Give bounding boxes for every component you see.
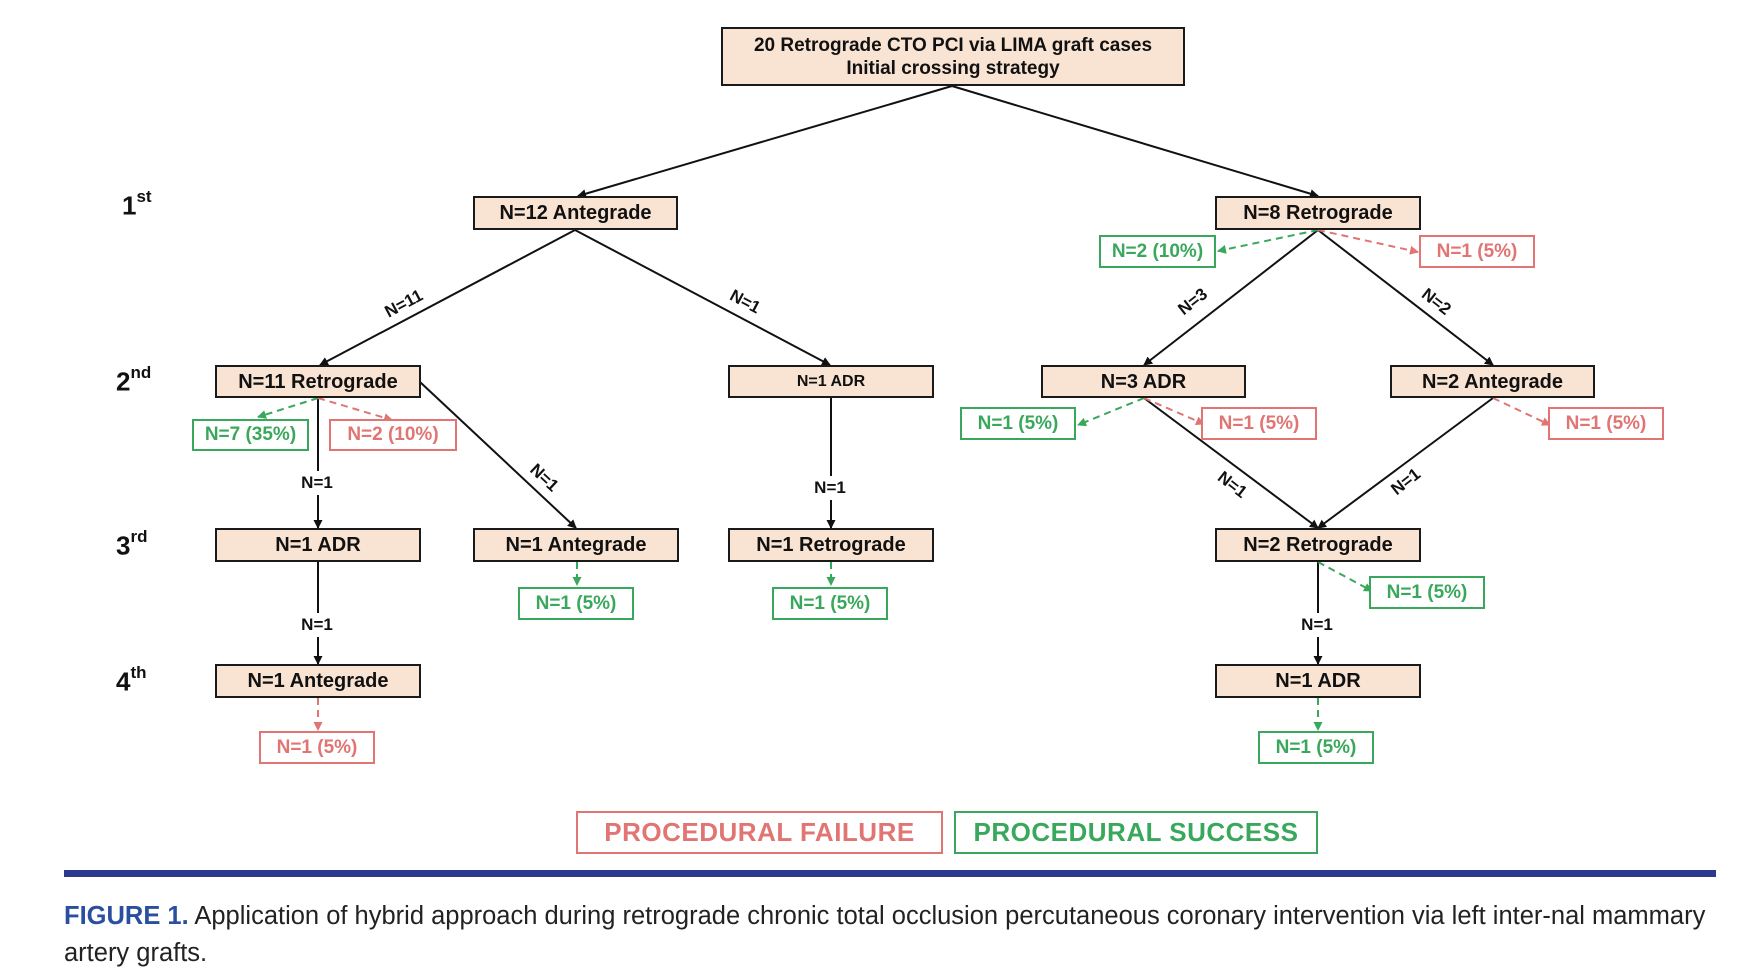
edge-adr3-retrograde2 bbox=[1143, 397, 1319, 529]
failure-edge-r8 bbox=[1317, 229, 1419, 255]
result-failure-r8: N=1 (5%) bbox=[1419, 235, 1535, 268]
legend-success: PROCEDURAL SUCCESS bbox=[954, 811, 1318, 854]
node-retrograde8: N=8 Retrograde bbox=[1215, 196, 1421, 230]
result-success-ret1: N=1 (5%) bbox=[772, 587, 888, 620]
result-success-adr3: N=1 (5%) bbox=[960, 407, 1076, 440]
root-subtitle: Initial crossing strategy bbox=[846, 57, 1060, 79]
figure-label: FIGURE 1. bbox=[64, 902, 189, 930]
edge-retrograde8-adr3 bbox=[1143, 229, 1319, 366]
result-success-r8: N=2 (10%) bbox=[1099, 235, 1216, 268]
result-failure-ant2: N=1 (5%) bbox=[1548, 407, 1664, 440]
edge-antegrade2-retrograde2 bbox=[1317, 397, 1494, 529]
edge-label-n1-b: N=1 bbox=[297, 471, 337, 495]
node-adr1-bottom: N=1 ADR bbox=[1215, 664, 1421, 698]
success-edge-r8 bbox=[1217, 229, 1319, 254]
edge-label-n1-g: N=1 bbox=[297, 613, 337, 637]
result-failure-ant1b: N=1 (5%) bbox=[259, 731, 375, 764]
caption-text: Application of hybrid approach during re… bbox=[64, 902, 1706, 967]
node-adr1-left: N=1 ADR bbox=[215, 528, 421, 562]
node-antegrade1-bottom: N=1 Antegrade bbox=[215, 664, 421, 698]
result-success-r11: N=7 (35%) bbox=[192, 419, 309, 451]
node-antegrade1-mid: N=1 Antegrade bbox=[473, 528, 679, 562]
result-success-ant1: N=1 (5%) bbox=[518, 587, 634, 620]
edge-retrograde8-antegrade2 bbox=[1317, 229, 1494, 366]
node-adr3: N=3 ADR bbox=[1041, 365, 1246, 398]
failure-edge-r11 bbox=[317, 397, 393, 423]
node-retrograde11: N=11 Retrograde bbox=[215, 365, 421, 398]
failure-edge-adr3 bbox=[1143, 397, 1205, 425]
root-title: 20 Retrograde CTO PCI via LIMA graft cas… bbox=[753, 34, 1153, 56]
result-success-adr1b: N=1 (5%) bbox=[1258, 731, 1374, 764]
figure-caption: FIGURE 1. Application of hybrid approach… bbox=[64, 898, 1724, 972]
level-label-4th: 4th bbox=[116, 663, 147, 697]
legend-failure: PROCEDURAL FAILURE bbox=[576, 811, 943, 854]
success-edge-ret2 bbox=[1317, 561, 1373, 592]
node-antegrade12: N=12 Antegrade bbox=[473, 196, 678, 230]
node-retrograde1: N=1 Retrograde bbox=[728, 528, 934, 562]
level-label-3rd: 3rd bbox=[116, 527, 148, 561]
edge-antegrade12-retrograde11 bbox=[319, 229, 576, 366]
node-adr1-top: N=1 ADR bbox=[728, 365, 934, 398]
edge-antegrade12-adr1 bbox=[574, 229, 831, 366]
edge-label-n1-h: N=1 bbox=[1297, 613, 1337, 637]
edge-retrograde11-antegrade1 bbox=[419, 381, 577, 529]
edge-label-n1-d: N=1 bbox=[810, 476, 850, 500]
result-failure-r11: N=2 (10%) bbox=[329, 419, 457, 451]
result-success-ret2: N=1 (5%) bbox=[1369, 576, 1485, 609]
caption-divider bbox=[64, 870, 1716, 877]
level-label-2nd: 2nd bbox=[116, 363, 152, 397]
level-label-1st: 1st bbox=[122, 187, 152, 221]
success-edge-adr3 bbox=[1077, 397, 1145, 427]
result-failure-adr3: N=1 (5%) bbox=[1201, 407, 1317, 440]
node-retrograde2: N=2 Retrograde bbox=[1215, 528, 1421, 562]
failure-edge-ant2 bbox=[1492, 397, 1551, 426]
node-antegrade2: N=2 Antegrade bbox=[1390, 365, 1595, 398]
edge-root-retrograde8 bbox=[951, 85, 1319, 199]
edge-root-antegrade12 bbox=[577, 85, 953, 199]
success-edge-r11 bbox=[257, 397, 319, 419]
root-node: 20 Retrograde CTO PCI via LIMA graft cas… bbox=[721, 27, 1185, 86]
